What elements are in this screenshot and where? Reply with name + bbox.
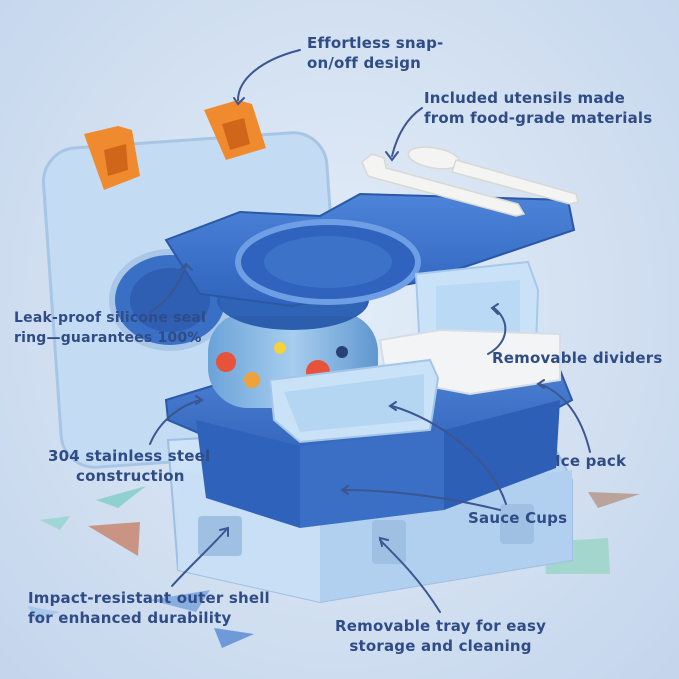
label-line: for enhanced durability	[28, 609, 232, 627]
label-removable-tray: Removable tray for easy storage and clea…	[335, 616, 546, 656]
label-dividers: Removable dividers	[492, 348, 662, 368]
label-ice-pack: Ice pack	[555, 451, 626, 471]
label-silicone-seal: Leak-proof silicone seal ring—guarantees…	[14, 308, 206, 348]
label-stainless-steel: 304 stainless steel construction	[48, 446, 210, 486]
label-line: Removable tray for easy	[335, 617, 547, 635]
label-line: construction	[76, 467, 185, 485]
label-line: Sauce Cups	[468, 509, 568, 527]
label-snap-design: Effortless snap- on/off design	[307, 33, 443, 73]
label-line: storage and cleaning	[349, 637, 532, 655]
utensils	[361, 146, 579, 217]
label-line: Removable dividers	[492, 349, 663, 367]
sauce-cup	[268, 358, 440, 444]
label-line: on/off design	[307, 54, 422, 72]
label-utensils: Included utensils made from food-grade m…	[424, 88, 652, 128]
label-line: Leak-proof silicone seal	[14, 310, 206, 326]
label-line: ring—guarantees 100%	[14, 330, 202, 346]
label-line: Ice pack	[555, 452, 627, 470]
callout-arrows	[149, 49, 591, 613]
label-line: Impact-resistant outer shell	[28, 589, 270, 607]
label-outer-shell: Impact-resistant outer shell for enhance…	[28, 588, 270, 628]
label-line: Included utensils made	[424, 89, 625, 107]
label-line: Effortless snap-	[307, 34, 444, 52]
label-line: 304 stainless steel	[48, 447, 211, 465]
label-sauce-cups: Sauce Cups	[468, 508, 567, 528]
snap-latches	[84, 100, 266, 190]
inner-lid	[164, 192, 576, 308]
label-line: from food-grade materials	[424, 109, 653, 127]
